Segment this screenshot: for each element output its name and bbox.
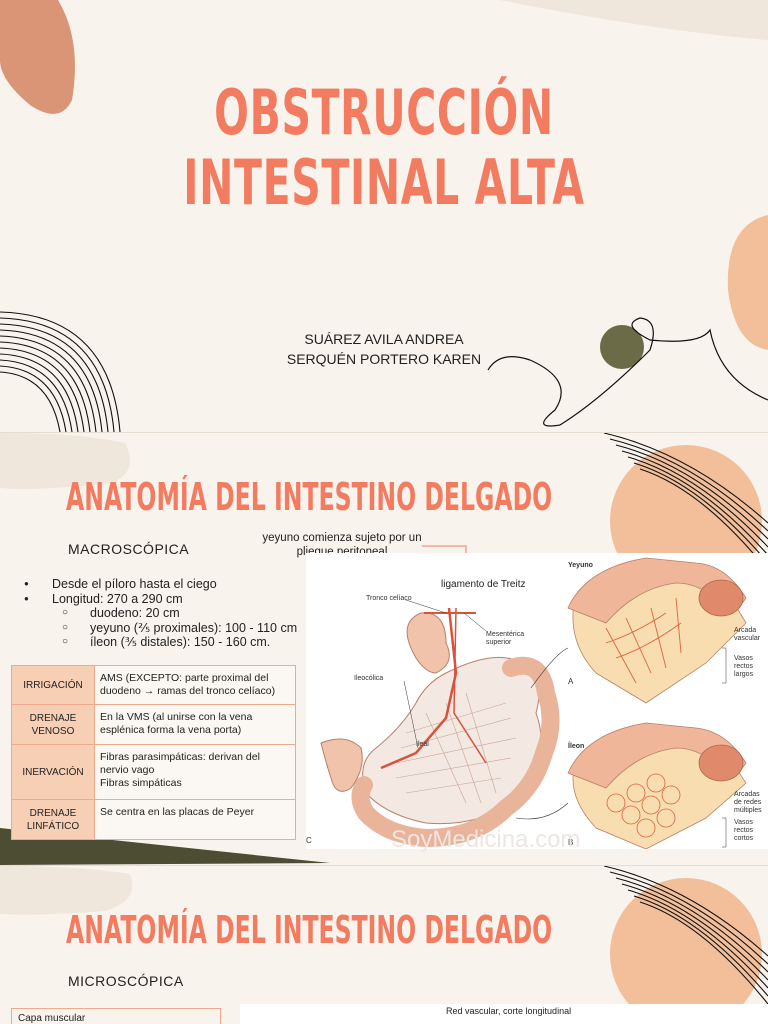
label-ileon: Íleon: [568, 743, 585, 750]
label-ileal: Ileal: [416, 741, 429, 748]
macroscopic-slide: ANATOMÍA DEL INTESTINO DELGADO MACROSCÓP…: [0, 433, 768, 865]
label-treitz: ligamento de Treitz: [441, 579, 526, 590]
label-vasos-cortos: Vasos rectos cortos: [734, 819, 754, 842]
label-b: B: [568, 838, 574, 847]
decorative-shapes: [0, 0, 768, 432]
label-ileocolica: Ileocólica: [354, 675, 384, 682]
label-red-vascular: Red vascular, corte longitudinal: [446, 1006, 572, 1016]
page-title: OBSTRUCCIÓN INTESTINAL ALTA: [131, 78, 638, 218]
list-item: duodeno: 20 cm: [22, 606, 297, 621]
label-c: C: [306, 836, 312, 845]
section-subtitle: MICROSCÓPICA: [68, 973, 184, 989]
label-tronco: Tronco celíaco: [366, 595, 412, 602]
section-title: ANATOMÍA DEL INTESTINO DELGADO: [66, 475, 553, 519]
label-yeyuno: Yeyuno: [568, 562, 593, 569]
list-item: íleon (⅗ distales): 150 - 160 cm.: [22, 635, 297, 650]
capa-muscular-box: Capa muscular: [11, 1008, 221, 1024]
table-key: IRRIGACIÓN: [11, 665, 95, 705]
title-slide: OBSTRUCCIÓN INTESTINAL ALTA SUÁREZ AVILA…: [0, 0, 768, 432]
microscopic-slide: ANATOMÍA DEL INTESTINO DELGADO MICROSCÓP…: [0, 866, 768, 1024]
table-key: DRENAJE LINFÁTICO: [11, 799, 95, 840]
table-value: AMS (EXCEPTO: parte proximal del duodeno…: [94, 665, 296, 705]
anatomy-table: IRRIGACIÓN AMS (EXCEPTO: parte proximal …: [11, 665, 296, 840]
label-arcadas-multiples: Arcadas de redes múltiples: [734, 791, 762, 814]
facts-list: Desde el píloro hasta el ciego Longitud:…: [22, 577, 297, 650]
table-row: DRENAJE VENOSO En la VMS (al unirse con …: [11, 704, 296, 745]
title-line-2: INTESTINAL ALTA: [183, 146, 585, 219]
table-row: INERVACIÓN Fibras parasimpáticas: deriva…: [11, 744, 296, 800]
author-2: SERQUÉN PORTERO KAREN: [286, 351, 482, 367]
section-subtitle: MACROSCÓPICA: [68, 541, 190, 557]
table-key: DRENAJE VENOSO: [11, 704, 95, 745]
list-item: Longitud: 270 a 290 cm: [22, 592, 297, 607]
table-value: Se centra en las placas de Peyer: [94, 799, 296, 840]
section-title: ANATOMÍA DEL INTESTINO DELGADO: [66, 908, 553, 952]
author-1: SUÁREZ AVILA ANDREA: [304, 331, 464, 347]
slide-divider: [0, 865, 768, 866]
table-row: DRENAJE LINFÁTICO Se centra en las placa…: [11, 799, 296, 840]
label-arcada: Arcada vascular: [734, 627, 761, 642]
intestine-anatomy-figure: ligamento de Treitz Tronco celíaco Mesen…: [306, 553, 768, 853]
decorative-shapes: [0, 866, 768, 1024]
title-line-1: OBSTRUCCIÓN: [214, 76, 554, 149]
authors: SUÁREZ AVILA ANDREA SERQUÉN PORTERO KARE…: [0, 329, 768, 369]
list-item: Desde el píloro hasta el ciego: [22, 577, 297, 592]
list-item: yeyuno (⅖ proximales): 100 - 110 cm: [22, 621, 297, 636]
table-row: IRRIGACIÓN AMS (EXCEPTO: parte proximal …: [11, 665, 296, 705]
intestine-illustration: [320, 557, 747, 849]
micro-figure: Red vascular, corte longitudinal: [240, 1004, 768, 1024]
label-vasos-largos: Vasos rectos largos: [734, 655, 754, 678]
watermark: SoyMedicina.com: [391, 826, 581, 853]
table-value: En la VMS (al unirse con la vena espléni…: [94, 704, 296, 745]
label-a: A: [568, 677, 574, 686]
table-value: Fibras parasimpáticas: derivan del nervi…: [94, 744, 296, 800]
label-mesenterica: Mesentérica superior: [486, 631, 525, 646]
slide-divider: [0, 432, 768, 433]
table-key: INERVACIÓN: [11, 744, 95, 800]
